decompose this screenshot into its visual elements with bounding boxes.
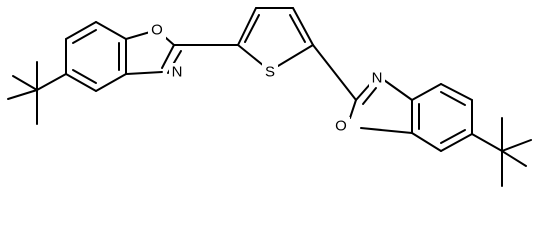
bond [65, 21, 97, 40]
atom-label-oxygen: O [151, 22, 163, 39]
bond [36, 73, 67, 91]
bond [360, 127, 413, 134]
bond [383, 79, 413, 101]
atom-label-nitrogen: N [372, 70, 383, 87]
bond [7, 89, 38, 100]
bond [72, 69, 97, 84]
bond [95, 73, 127, 92]
atom-label-nitrogen: N [172, 64, 183, 81]
bond [244, 14, 260, 43]
bond [362, 87, 377, 105]
bond [471, 133, 503, 152]
bond [289, 14, 306, 43]
bond [277, 44, 314, 67]
bond [440, 91, 466, 106]
bond [501, 139, 532, 152]
bond [501, 150, 527, 167]
bond [440, 83, 473, 101]
chemical-structure-diagram: O N S N O [7, 7, 532, 187]
bond [411, 132, 442, 152]
bond [292, 7, 314, 46]
bond [161, 44, 175, 69]
bond [440, 129, 466, 144]
bond [411, 83, 442, 101]
bond [237, 44, 265, 67]
bond [72, 29, 97, 44]
bond [349, 99, 357, 119]
atom-labels: O N S N O [148, 21, 385, 135]
bond [65, 73, 97, 92]
atom-label-oxygen: O [335, 118, 347, 135]
bond [95, 21, 127, 40]
bond [312, 44, 357, 101]
bond [237, 7, 257, 46]
bond [12, 75, 38, 91]
bond [125, 71, 163, 75]
bonds [7, 7, 532, 187]
bond [440, 133, 473, 152]
atom-label-sulfur: S [265, 64, 275, 81]
